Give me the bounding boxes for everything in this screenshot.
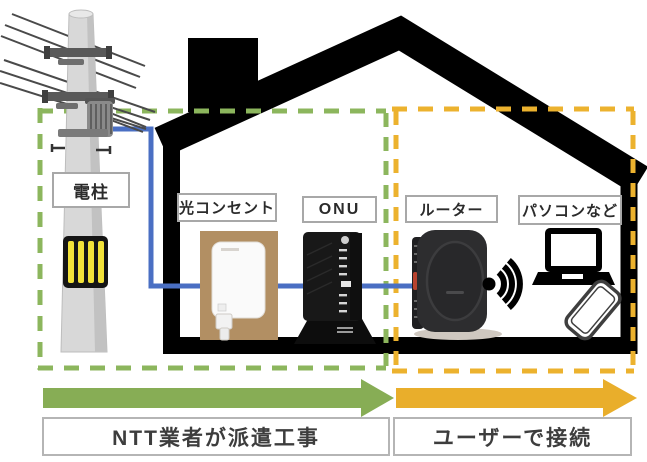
ntt-work-caption: NTT業者が派遣工事 — [42, 417, 390, 456]
router-red-led — [413, 272, 418, 290]
router-label: ルーター — [405, 195, 498, 223]
onu-photo — [294, 232, 376, 344]
onu-led-labels — [339, 249, 351, 313]
wifi-signal-icon — [482, 258, 523, 310]
walls-shape — [163, 140, 638, 354]
roof-shape — [154, 15, 647, 194]
optical-outlet-device — [211, 241, 266, 319]
reflective-band — [63, 236, 108, 288]
client-devices-label: パソコンなど — [518, 195, 622, 225]
user-setup-arrow — [396, 379, 637, 417]
fiber-cable-line — [100, 126, 425, 289]
wifi-router-photo — [412, 230, 502, 340]
optical-outlet-photo — [200, 231, 278, 341]
user-zone-border — [392, 106, 636, 374]
smartphone-icon — [564, 279, 622, 341]
onu-label: ONU — [302, 196, 377, 223]
router-logo — [446, 291, 464, 294]
onu-stand — [294, 317, 376, 344]
fiber-connector — [215, 313, 233, 330]
laptop-icon — [532, 228, 615, 285]
ntt-work-arrow — [43, 379, 394, 417]
onu-logo — [341, 236, 349, 244]
house-outline-icon — [154, 15, 647, 354]
onu-device — [303, 232, 361, 321]
optical-outlet-label: 光コンセント — [177, 193, 277, 222]
pole-label: 電柱 — [52, 172, 130, 208]
crossarm-upper — [46, 48, 112, 57]
user-setup-caption: ユーザーで接続 — [393, 417, 632, 456]
